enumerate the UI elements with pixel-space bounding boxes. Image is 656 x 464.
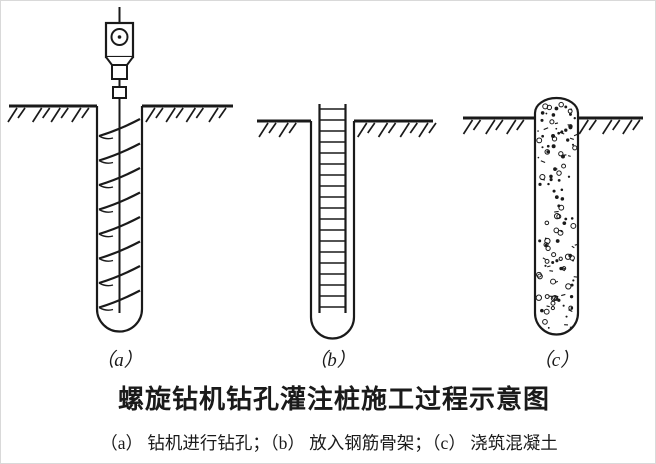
figure-caption: （a） 钻机进行钻孔；（b） 放入钢筋骨架；（c） 浇筑混凝土 bbox=[100, 433, 557, 453]
panel-c-label: （c） bbox=[533, 349, 579, 371]
auger-helix bbox=[98, 118, 141, 311]
panel-b-label: （b） bbox=[308, 349, 356, 371]
rig-coupler bbox=[112, 86, 127, 99]
rig-pulley bbox=[110, 28, 129, 46]
soil-hatch-c bbox=[462, 119, 641, 135]
rig-pulley-hub bbox=[117, 35, 122, 39]
figure-title: 螺旋钻机钻孔灌注桩施工过程示意图 bbox=[118, 384, 550, 414]
rebar-cage bbox=[318, 104, 347, 313]
cage-rungs bbox=[319, 108, 346, 308]
rig-motor-box bbox=[111, 64, 128, 80]
panel-b-rebar-cage bbox=[257, 104, 437, 340]
panel-c-concrete bbox=[462, 96, 643, 336]
soil-hatch-b bbox=[258, 122, 437, 138]
rig-taper bbox=[105, 56, 134, 66]
panel-a-drilling bbox=[7, 7, 233, 333]
panel-a-label: （a） bbox=[95, 349, 143, 371]
drill-rig bbox=[104, 21, 135, 99]
soil-hatch-a bbox=[7, 107, 227, 123]
